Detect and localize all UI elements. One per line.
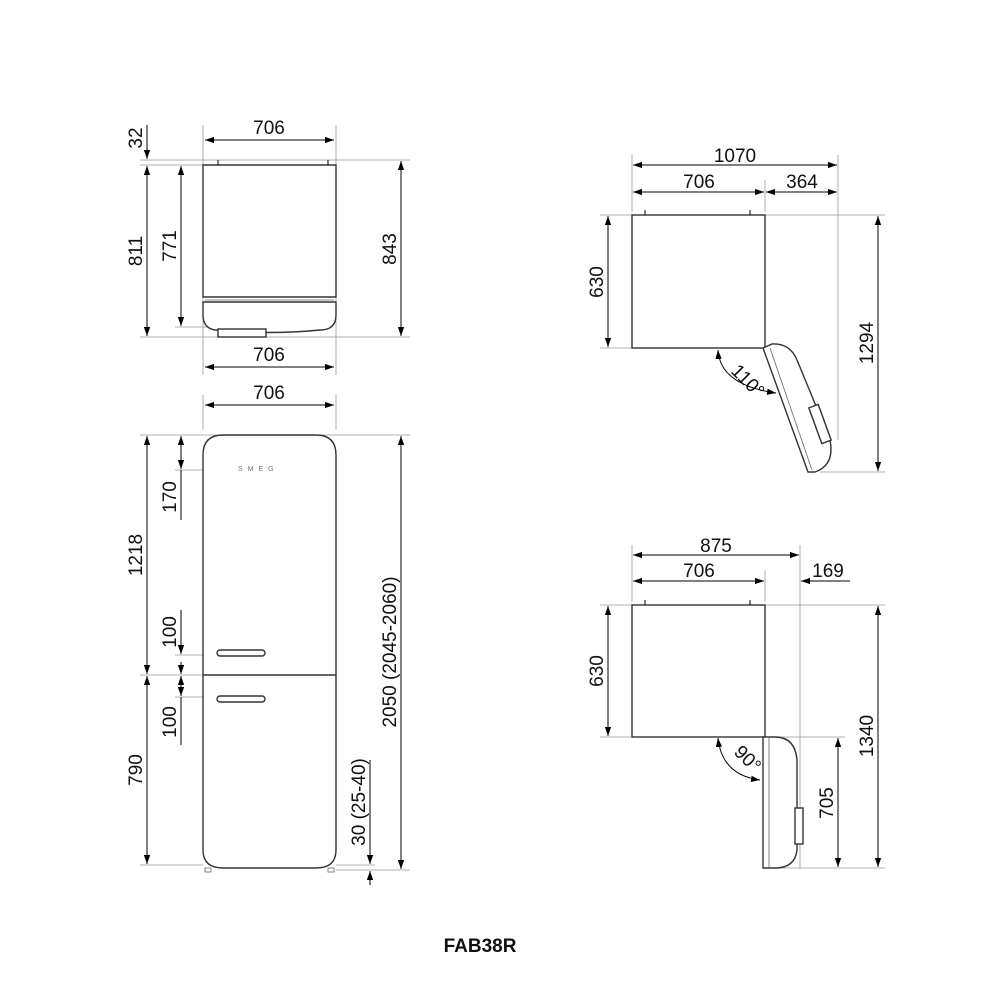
dim-upper-height: 1218	[126, 534, 147, 576]
door-top	[202, 301, 337, 334]
fridge-front	[202, 434, 337, 869]
top-view-door-110: 110° 1070 706 364 630 1294	[587, 146, 885, 473]
handle-upper	[216, 649, 266, 657]
dim-depth-843: 843	[380, 233, 401, 265]
dim-logo-offset: 170	[160, 481, 181, 513]
dim-169: 169	[812, 561, 844, 582]
dim-feet: 30 (25-40)	[349, 758, 370, 846]
door-open-90	[762, 736, 798, 869]
dim-1340: 1340	[857, 715, 878, 757]
dim-706-110: 706	[683, 172, 715, 193]
handle-90	[794, 807, 804, 845]
dim-1294: 1294	[857, 321, 878, 364]
angle-110: 110°	[726, 361, 768, 403]
dim-706-90: 706	[683, 561, 715, 582]
fridge-body-90	[631, 604, 766, 738]
dim-width-bottom: 706	[253, 345, 285, 366]
top-view-closed: 706 706 32 811 771 843	[126, 118, 410, 375]
front-view: SMEG 706 1218 790 170 100 100 2050 (2045…	[126, 383, 410, 885]
angle-90: 90°	[729, 742, 764, 777]
dim-depth-771: 771	[160, 230, 181, 262]
dim-front-width: 706	[253, 383, 285, 404]
dim-hinge-offset: 32	[126, 127, 147, 148]
dim-handle-lower: 100	[160, 706, 181, 738]
handle-110	[807, 403, 833, 445]
handle-top	[217, 328, 267, 338]
door-open-110	[762, 343, 832, 473]
top-view-door-90: 90° 875 706 169 630 1340 705	[587, 536, 885, 869]
dim-width-top: 706	[253, 118, 285, 139]
fridge-body-top	[202, 164, 337, 298]
dim-handle-upper: 100	[160, 616, 181, 648]
dim-lower-height: 790	[126, 754, 147, 786]
dim-705: 705	[817, 787, 838, 819]
dim-total-height: 2050 (2045-2060)	[380, 576, 401, 727]
fridge-body-110	[631, 214, 766, 349]
dim-630-90: 630	[587, 655, 608, 687]
dim-1070: 1070	[714, 146, 756, 167]
model-title: FAB38R	[444, 936, 517, 957]
dim-364: 364	[786, 172, 818, 193]
handle-lower	[216, 695, 266, 703]
smeg-logo: SMEG	[238, 466, 279, 473]
dim-875: 875	[700, 536, 732, 557]
dim-depth-811: 811	[126, 236, 147, 266]
dim-630-110: 630	[587, 266, 608, 298]
